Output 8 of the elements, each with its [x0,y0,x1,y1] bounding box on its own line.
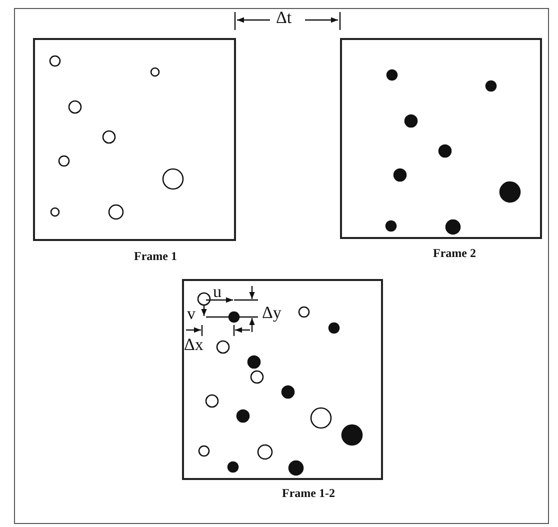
displacement-label: u [213,283,222,301]
displacement-label: v [187,305,196,323]
dimension-label: Δx [184,336,204,354]
frame-caption: Frame 1-2 [282,486,335,500]
dimension-label: Δy [262,304,282,322]
time-interval-label: Δt [276,9,292,27]
frame-caption: Frame 1 [134,249,177,263]
frame-caption: Frame 2 [433,246,476,260]
